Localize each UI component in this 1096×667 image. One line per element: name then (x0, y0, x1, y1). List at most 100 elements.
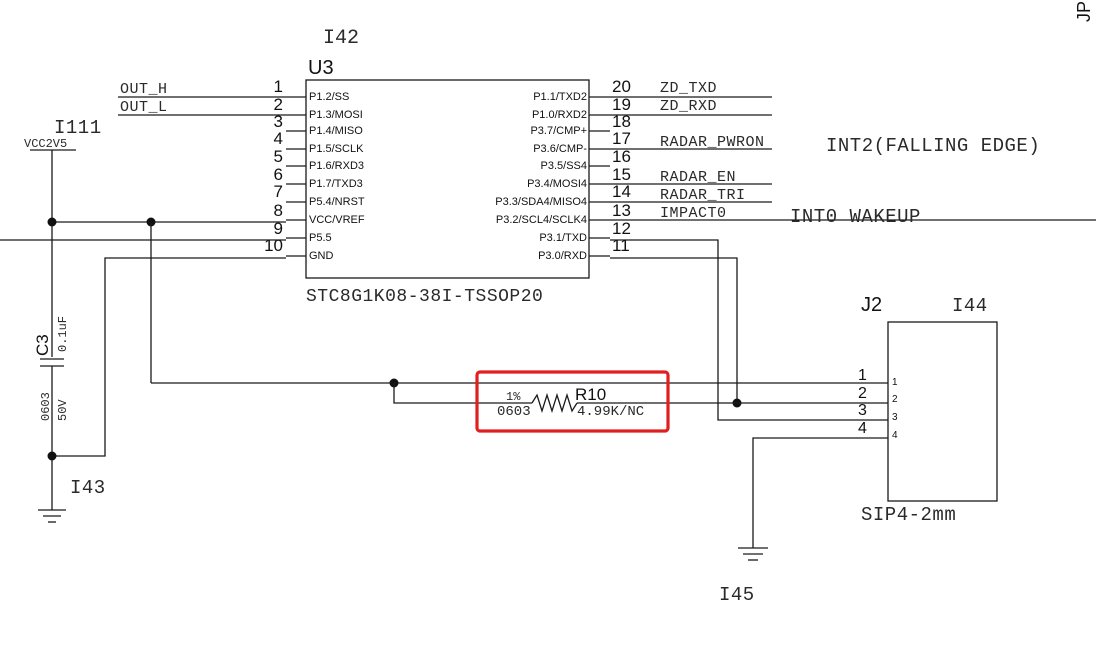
c3-capacitor (40, 358, 64, 367)
gnd-pin10-wire (52, 257, 286, 457)
junction-dot (47, 451, 57, 461)
u3-body (305, 79, 590, 279)
u3-part-number: STC8G1K08-38I-TSSOP20 (306, 287, 543, 307)
pin-number: 19 (612, 95, 631, 114)
r10-left-wire (393, 383, 532, 404)
vcc-net-label: VCC2V5 (24, 137, 67, 151)
pin-number: 4 (274, 129, 283, 148)
u3-left-pin-names: P1.2/SS P1.3/MOSI P1.4/MISO P1.5/SCLK P1… (309, 91, 365, 262)
pin-number: 2 (858, 385, 867, 402)
j2-part: SIP4-2mm (861, 504, 956, 526)
pin-number: 1 (274, 77, 283, 96)
pin-name: P1.6/RXD3 (309, 160, 364, 172)
pin-number: 15 (612, 165, 631, 184)
r10-ref: R10 (575, 385, 606, 404)
pin-name: P1.2/SS (309, 91, 349, 103)
net-zd-rxd: ZD_RXD (660, 98, 717, 115)
pin-number: 1 (858, 367, 867, 384)
pin-number: 7 (274, 182, 283, 201)
j2-pin4-gnd-wire (752, 437, 888, 548)
pin-number: 3 (892, 412, 898, 423)
net-radar-tri: RADAR_TRI (660, 187, 746, 204)
pin-number: 12 (612, 219, 631, 238)
pin-name: P1.1/TXD2 (533, 91, 587, 103)
u3-ref: U3 (308, 57, 334, 79)
r10-value: 4.99K/NC (577, 404, 644, 420)
pin-name: P1.4/MISO (309, 125, 363, 137)
r10-resistor-icon (531, 392, 578, 414)
pin-name: P3.7/CMP+ (530, 125, 587, 137)
u3-right-pin-numbers: 20 19 18 17 16 15 14 13 12 11 (612, 77, 631, 255)
gnd-left-instance: I43 (70, 477, 106, 499)
junction-dot (47, 217, 57, 227)
j2-instance: I44 (952, 295, 988, 317)
u3-right-pin-stubs (589, 96, 610, 257)
pin-name: P1.3/MOSI (309, 109, 363, 121)
gnd-right-instance: I45 (719, 584, 755, 606)
pin-number: 3 (274, 112, 283, 131)
pin-number: 2 (274, 95, 283, 114)
j2-pin-numbers-inner: 1 2 3 4 (892, 377, 898, 441)
pin-number: 14 (612, 182, 631, 201)
u3-left-pin-stubs (286, 96, 306, 257)
pin-number: 10 (264, 236, 283, 255)
pin-number: 18 (612, 112, 631, 131)
pin-name: P3.0/RXD (538, 250, 587, 262)
c3-package: 0603 (39, 392, 53, 421)
pin-name: P1.0/RXD2 (532, 109, 587, 121)
pin-name: P3.4/MOSI4 (527, 178, 587, 190)
corner-label: JP (1074, 1, 1094, 22)
net-zd-txd: ZD_TXD (660, 80, 717, 97)
j2-ref: J2 (861, 294, 882, 316)
r10-tolerance: 1% (506, 390, 521, 404)
net-impact0: IMPACT0 (660, 205, 727, 222)
pin-name: P1.5/SCLK (309, 143, 364, 155)
net-out-h: OUT_H (120, 81, 168, 98)
pin-number: 4 (858, 420, 867, 437)
j2-body (887, 321, 998, 502)
pin-number: 16 (612, 147, 631, 166)
pin-number: 4 (892, 430, 898, 441)
c3-value: 0.1uF (56, 316, 70, 352)
net-out-l: OUT_L (120, 99, 168, 116)
pin-name: P3.6/CMP- (533, 143, 587, 155)
c3-voltage: 50V (56, 399, 70, 421)
pin-name: P1.7/TXD3 (309, 178, 363, 190)
r10-highlight-box (475, 370, 670, 433)
pin-name: GND (309, 250, 334, 262)
note-int0: INT0 WAKEUP (790, 206, 921, 228)
r10-package: 0603 (497, 404, 531, 420)
pin-name: VCC/VREF (309, 214, 365, 226)
pin-number: 17 (612, 129, 631, 148)
c3-ref: C3 (33, 334, 52, 356)
vcc-instance: I111 (54, 117, 102, 139)
pin-number: 6 (274, 165, 283, 184)
pin-name: P3.2/SCL4/SCLK4 (496, 214, 587, 226)
pin11-to-j2-2-wire (610, 257, 738, 403)
pin-name: P3.5/SS4 (541, 160, 587, 172)
net-radar-pwron: RADAR_PWRON (660, 134, 765, 151)
pin-number: 20 (612, 77, 631, 96)
pin12-to-j2-3-wire (610, 239, 888, 421)
pin-number: 1 (892, 377, 898, 388)
pin-name: P5.4/NRST (309, 196, 365, 208)
j2-pin-numbers-outer: 1 2 3 4 (858, 367, 867, 437)
u3-instance: I42 (323, 27, 359, 50)
u3-left-pin-numbers: 1 2 3 4 5 6 7 8 9 10 (264, 77, 283, 255)
pin-name: P5.5 (309, 232, 332, 244)
pin-number: 5 (274, 147, 283, 166)
pin-number: 8 (274, 201, 283, 220)
pin-name: P3.3/SDA4/MISO4 (495, 196, 587, 208)
ground-icon (38, 509, 66, 523)
note-int2: INT2(FALLING EDGE) (826, 135, 1040, 157)
pin-number: 9 (274, 219, 283, 238)
pin-number: 11 (612, 236, 630, 255)
ground-icon (738, 547, 768, 561)
net-radar-en: RADAR_EN (660, 169, 736, 186)
pin-number: 3 (858, 402, 867, 419)
u3-right-pin-names: P1.1/TXD2 P1.0/RXD2 P3.7/CMP+ P3.6/CMP- … (495, 91, 587, 262)
pin-name: P3.1/TXD (539, 232, 587, 244)
pin-number: 13 (612, 201, 631, 220)
pin-number: 2 (892, 394, 898, 405)
